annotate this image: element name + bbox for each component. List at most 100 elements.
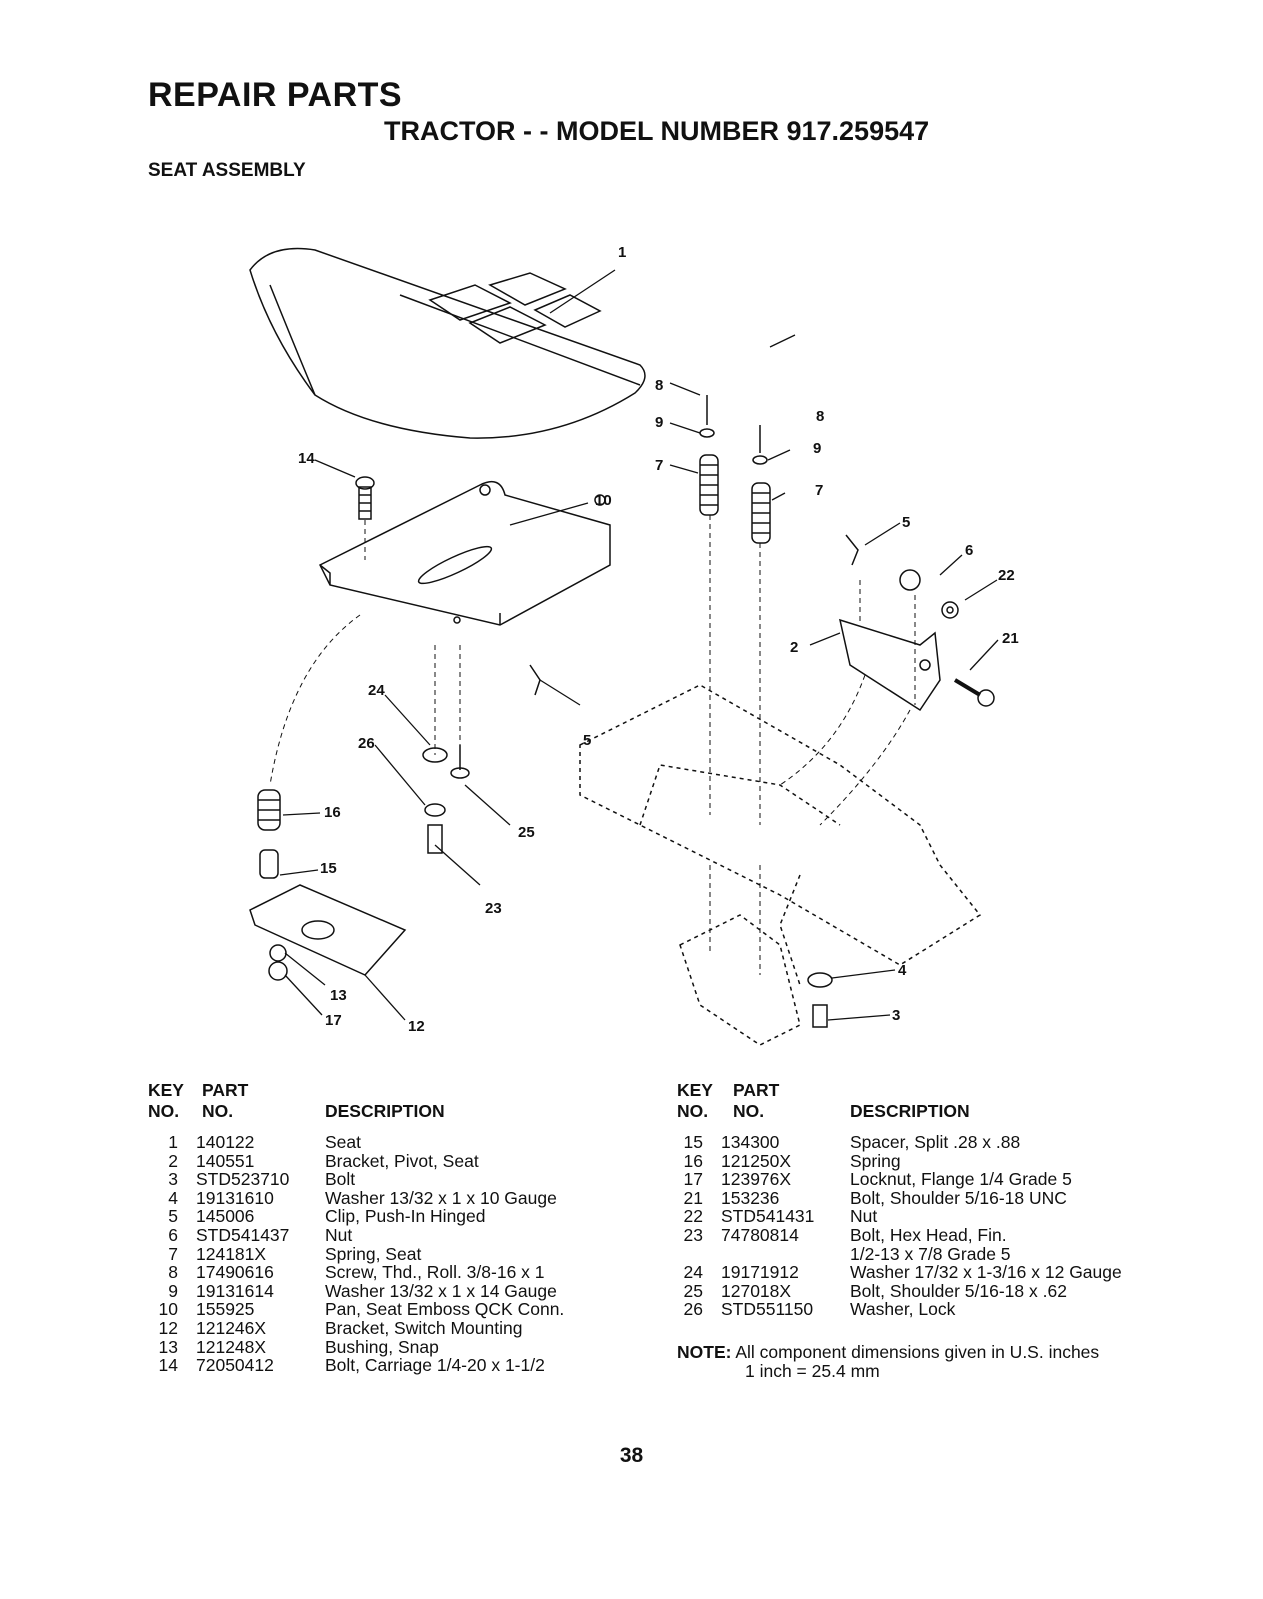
part-number: STD523710 [196,1169,290,1190]
part-description: Nut [325,1224,353,1245]
callout-17: 17 [325,1012,342,1029]
part-description: Spacer, Split .28 x .88 [850,1132,1021,1152]
part-number: 140122 [196,1132,255,1152]
pivot-bracket-part [838,618,941,712]
part-description: Spring [850,1150,901,1171]
page-title: REPAIR PARTS [148,76,403,114]
parts-table-right: 15 134300 Spacer, Split .28 x .88 16 121250X… [677,1133,1177,1319]
note-label: NOTE: [677,1342,732,1362]
left-description-header: DESCRIPTION [325,1101,445,1121]
part-description: Bolt, Hex Head, Fin. [850,1224,1007,1245]
callout-25: 25 [518,824,535,841]
key-number: 22 [683,1206,703,1227]
key-number: 15 [683,1132,703,1152]
callout-21: 21 [1002,630,1019,647]
callout-4: 4 [898,962,907,979]
callout-14: 14 [298,450,315,467]
section-title: SEAT ASSEMBLY [148,160,306,181]
key-number: 1 [168,1132,178,1152]
callout-9: 9 [655,414,663,431]
callout-1: 1 [618,244,626,261]
part-description: Pan, Seat Emboss QCK Conn. [325,1299,565,1320]
page-number: 38 [619,1444,644,1467]
key-number: 25 [683,1280,703,1301]
table-row: 15 134300 Spacer, Split .28 x .88 [677,1133,1177,1152]
part-number: 140551 [196,1150,255,1171]
part-number: STD551150 [721,1299,814,1320]
right-part-header-1: PART [733,1080,780,1100]
callout-23: 23 [485,900,502,917]
note-line2: 1 inch = 25.4 mm [745,1361,880,1381]
key-number: 9 [168,1280,178,1301]
callout-24: 24 [368,682,385,699]
part-description: 1/2-13 x 7/8 Grade 5 [850,1243,1011,1264]
part-number: 134300 [721,1132,780,1152]
callout-10: 10 [595,492,612,509]
seat-assembly-diagram: 1 8 9 8 9 7 7 14 10 5 6 22 21 2 24 5 26 … [249,244,1019,1046]
part-number: 123976X [721,1169,792,1190]
callout-15: 15 [320,860,337,877]
left-part-header-2: NO. [202,1101,234,1121]
callout-26: 26 [358,735,375,752]
seat-spring-left-part [699,454,719,516]
part-description: Bracket, Pivot, Seat [325,1150,479,1171]
callout-7b: 7 [815,482,823,499]
part-description: Bolt, Shoulder 5/16-18 UNC [850,1187,1067,1208]
right-description-header: DESCRIPTION [850,1101,970,1121]
key-number: 16 [683,1150,703,1171]
part-description: Locknut, Flange 1/4 Grade 5 [850,1169,1072,1190]
part-description: Seat [325,1132,361,1152]
part-description: Bolt, Carriage 1/4-20 x 1-1/2 [325,1355,545,1376]
callout-12: 12 [408,1018,425,1035]
key-number: 8 [168,1262,178,1283]
callout-5b: 5 [583,732,591,749]
key-number: 17 [683,1169,703,1190]
note: NOTE: All component dimensions given in … [677,1343,1099,1381]
key-number: 13 [158,1336,178,1357]
part-number: STD541437 [196,1224,290,1245]
part-description: Clip, Push-In Hinged [325,1206,486,1227]
callout-7: 7 [655,457,663,474]
callout-6: 6 [965,542,973,559]
callout-13: 13 [330,987,347,1004]
part-description: Spring, Seat [325,1243,422,1264]
right-key-header-1: KEY [677,1080,713,1100]
carriage-bolt-part [355,476,375,520]
part-description: Nut [850,1206,878,1227]
part-description: Washer 17/32 x 1-3/16 x 12 Gauge [850,1262,1122,1283]
key-number: 24 [683,1262,703,1283]
table-row: 1 140122 Seat [152,1133,622,1152]
table-row: 1/2-13 x 7/8 Grade 5 [677,1243,1177,1264]
model-subtitle: TRACTOR - - MODEL NUMBER 917.259547 [384,116,930,146]
left-part-header-1: PART [202,1080,249,1100]
table-row: 16 121250X Spring [677,1150,1177,1171]
switch-bracket-part [249,884,407,976]
callout-9b: 9 [813,440,821,457]
part-number: 121250X [721,1150,792,1171]
part-number: 145006 [196,1206,255,1227]
key-number: 26 [683,1299,703,1320]
tractor-frame-part [579,684,982,1046]
seat-pan-part [318,480,611,626]
part-number: 124181X [196,1243,267,1264]
part-description: Washer 13/32 x 1 x 10 Gauge [325,1187,557,1208]
part-number: 72050412 [196,1355,274,1376]
seat-part [249,247,646,439]
part-number: 121246X [196,1317,267,1338]
note-line1: All component dimensions given in U.S. i… [735,1342,1100,1362]
